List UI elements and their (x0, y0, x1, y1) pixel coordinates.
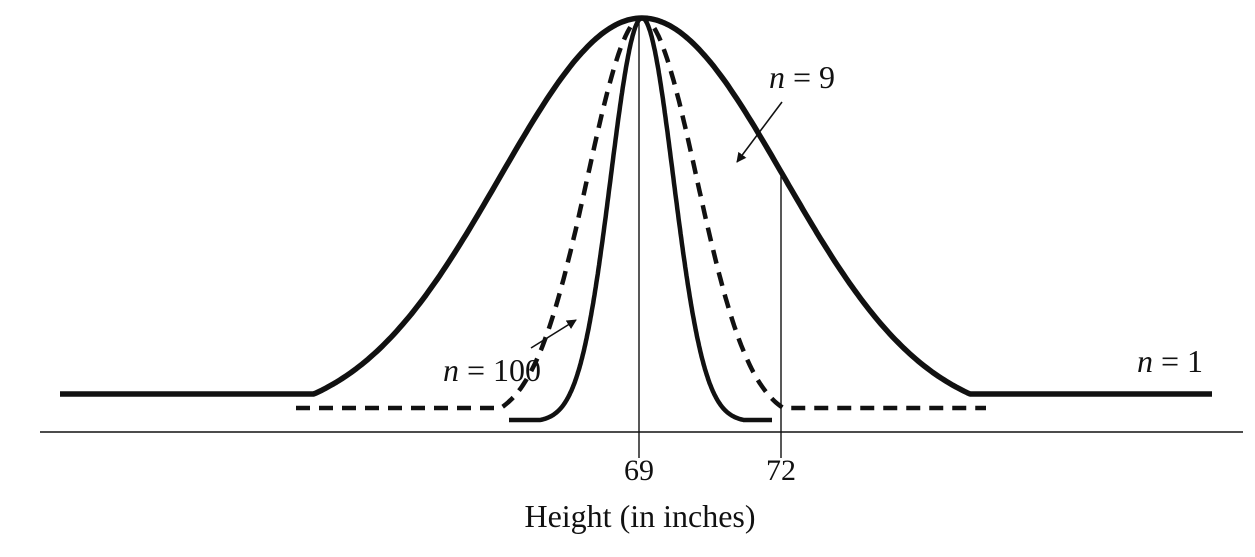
series-label-n100-val: 100 (493, 352, 541, 388)
series-label-n1: n = 1 (1137, 343, 1203, 379)
series-label-n1-val: 1 (1187, 343, 1203, 379)
series-label-n1-var: n (1137, 343, 1153, 379)
series-label-n100: n = 100 (443, 352, 541, 388)
series-label-n9-eq: = (785, 59, 819, 95)
curve-n9 (295, 15, 987, 411)
series-label-n1-eq: = (1153, 343, 1187, 379)
curve-n100 (507, 15, 774, 423)
series-label-n9-val: 9 (819, 59, 835, 95)
x-axis-title: Height (in inches) (524, 498, 755, 534)
series-arrow-n9 (736, 101, 783, 163)
series-arrow-n100 (530, 319, 577, 349)
series-label-n100-eq: = (459, 352, 493, 388)
curves-group (60, 15, 1212, 423)
x-tick-label-72: 72 (766, 454, 796, 487)
series-label-n9-var: n (769, 59, 785, 95)
series-label-n100-var: n (443, 352, 459, 388)
curve-n1 (60, 15, 1212, 397)
series-label-n9: n = 9 (769, 59, 835, 95)
x-tick-label-69: 69 (624, 454, 654, 487)
